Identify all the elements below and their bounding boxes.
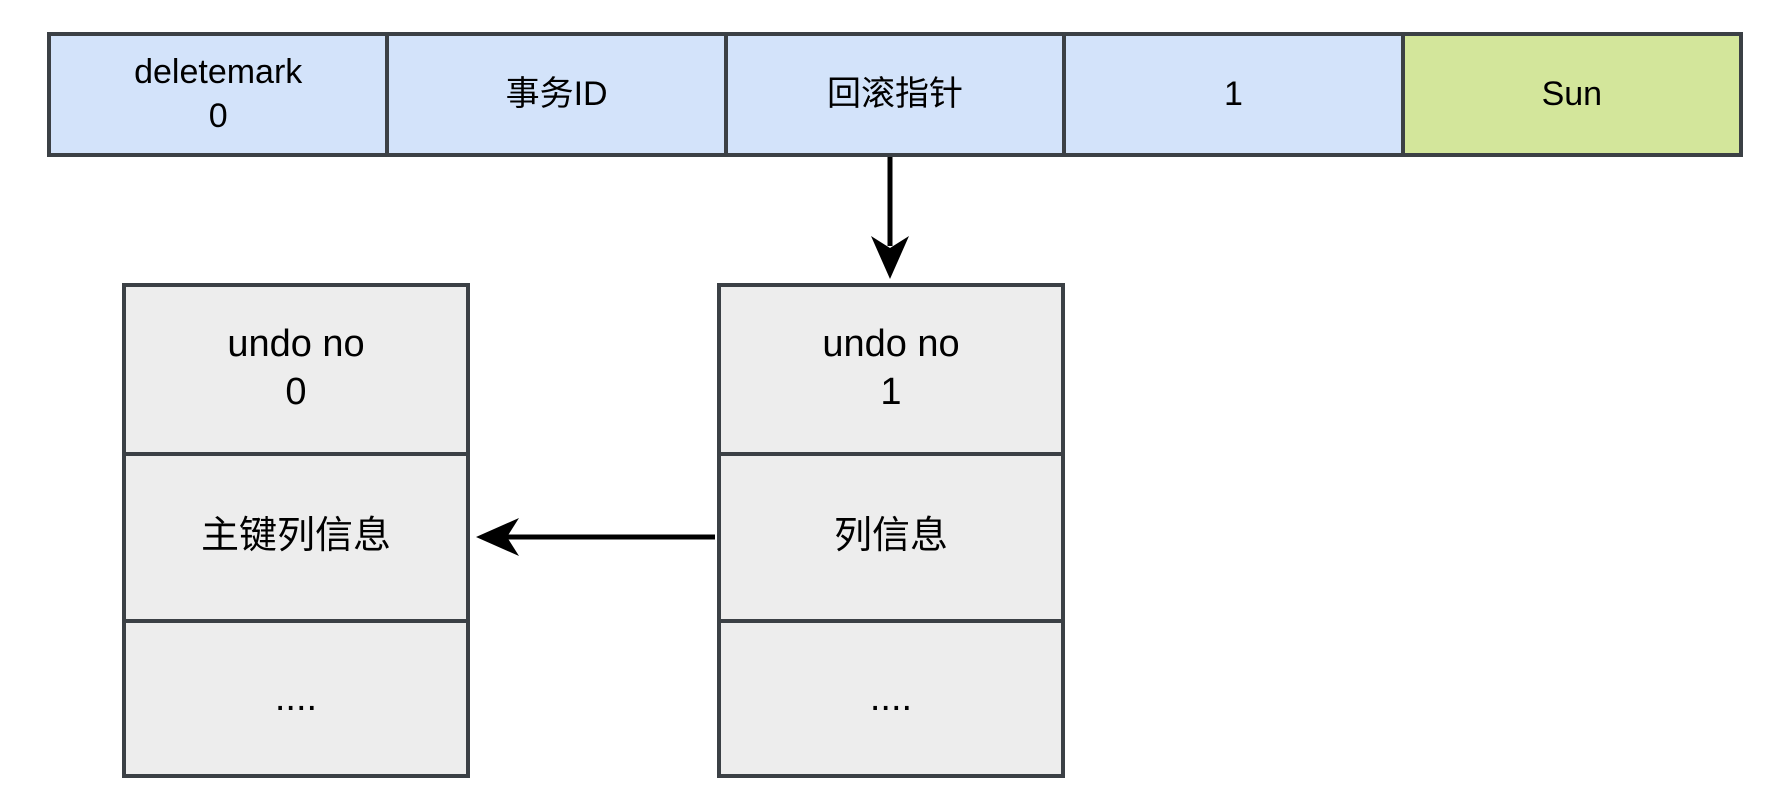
undo-log-0-row-undo-no: undo no 0 <box>227 323 365 414</box>
undo-log-0-row-primary-key-column-info: 主键列信息 <box>126 451 466 620</box>
undo-log-1-row-ellipsis: .... <box>721 619 1061 774</box>
undo-log-1-row-undo-no: undo no 1 <box>822 323 960 414</box>
record-row: deletemark 0 事务ID 回滚指针 1 Sun <box>47 32 1744 157</box>
undo-log-1-row-column-info: 列信息 <box>721 451 1061 620</box>
undo-log-1-box: undo no 1 列信息 .... <box>717 283 1065 778</box>
undo-log-0-box: undo no 0 主键列信息 .... <box>122 283 470 778</box>
record-cell-transaction-id: 事务ID <box>385 32 728 157</box>
undo-log-0-row-ellipsis: .... <box>126 619 466 774</box>
record-cell-value-sun: Sun <box>1400 32 1744 157</box>
record-cell-rollback-pointer: 回滚指针 <box>723 32 1067 157</box>
record-cell-value-1: 1 <box>1062 32 1405 157</box>
record-cell-deletemark: deletemark 0 <box>47 32 390 157</box>
undo-chain-arrow-left <box>476 518 715 556</box>
rollback-pointer-arrow-down <box>871 157 909 279</box>
